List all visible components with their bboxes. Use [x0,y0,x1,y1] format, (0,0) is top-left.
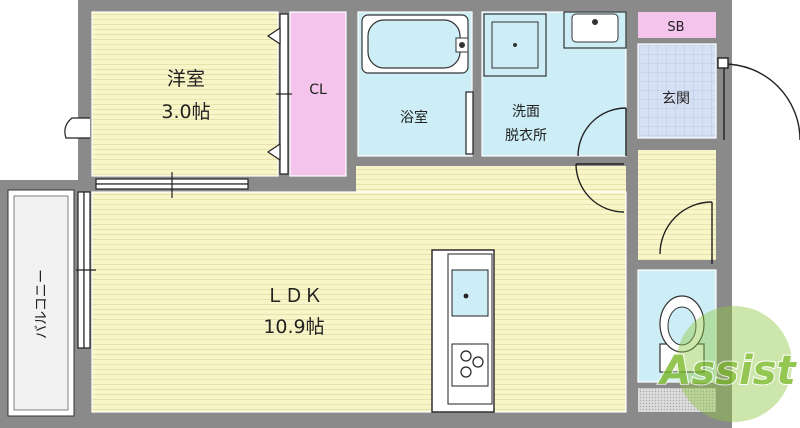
balcony-label: バルコニー [34,269,50,339]
hallway-floor [638,150,716,260]
bathtub [361,14,469,74]
closet-label: CL [309,82,327,98]
closet-floor [290,12,346,176]
bath-door[interactable] [465,91,474,155]
kitchen-counter [431,249,495,413]
toilet [659,295,705,373]
ldk-floor [92,192,356,412]
ldk-label: ＬＤＫ [265,285,322,307]
wash-basin [563,11,627,49]
washing-machine [483,13,547,77]
washroom-door[interactable] [577,107,627,157]
balcony [0,180,80,428]
western-window [64,117,90,139]
shoebox-label: SB [667,20,684,35]
toilet-door[interactable] [659,201,713,264]
assist-logo: Assist [656,306,798,422]
washroom-label-2: 脱衣所 [505,128,547,144]
entrance-floor [638,44,716,138]
ldk-door[interactable] [575,163,625,213]
western-room-floor [92,12,278,176]
closet-doors[interactable] [266,13,292,175]
western-sliding-door[interactable] [95,172,249,198]
pipe-space [638,388,716,412]
balcony-sliding-window [76,191,96,349]
entrance-label: 玄関 [662,90,690,107]
bath-label: 浴室 [400,109,428,126]
assist-logo-text: Assist [657,348,797,394]
western-room-name: 洋室 [167,68,205,90]
washroom-label: 洗面 [512,104,540,120]
entrance-door[interactable] [717,57,800,141]
western-room-size: 3.0帖 [161,101,210,123]
ldk-size: 10.9帖 [263,316,324,338]
shoebox-floor [638,12,716,38]
